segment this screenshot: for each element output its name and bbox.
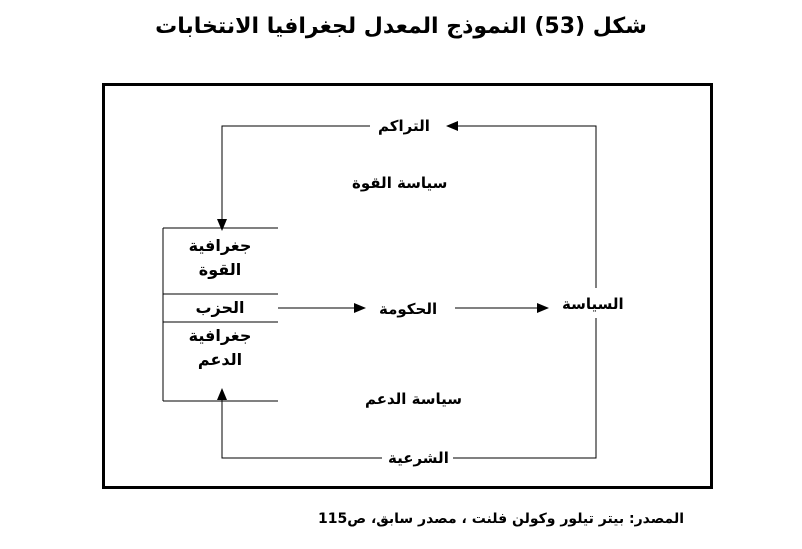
party-label: الحزب xyxy=(195,298,245,317)
diagram-frame xyxy=(102,83,713,489)
support-geography-label: جغرافية الدعم xyxy=(170,324,270,372)
power-geography-label: جغرافية القوة xyxy=(170,234,270,282)
accumulation-label: التراكم xyxy=(372,116,436,136)
left-box xyxy=(162,227,278,402)
legitimacy-to-support-geography-arrow xyxy=(217,388,382,459)
bottom-loop xyxy=(217,318,597,459)
figure-title: شكل (53) النموذج المعدل لجغرافيا الانتخا… xyxy=(155,14,647,39)
source-citation: المصدر: بيتر تيلور وكولن فلنت ، مصدر ساب… xyxy=(318,511,684,527)
support-politics-label: سياسة الدعم xyxy=(365,389,463,409)
power-geography-line2: القوة xyxy=(198,260,242,279)
legitimacy-label: الشرعية xyxy=(384,448,453,468)
power-politics-label: سياسة القوة xyxy=(352,173,448,193)
support-geography-line2: الدعم xyxy=(197,350,243,369)
policy-to-legitimacy-connector xyxy=(450,318,597,459)
policy-to-accumulation-connector xyxy=(523,125,597,288)
government-label: الحكومة xyxy=(377,299,440,319)
power-geography-line1: جغرافية xyxy=(188,236,252,255)
top-loop xyxy=(217,121,597,288)
support-geography-line1: جغرافية xyxy=(188,326,252,345)
policy-label: السياسة xyxy=(560,294,626,314)
accumulation-to-power-geography-arrow xyxy=(217,125,370,231)
